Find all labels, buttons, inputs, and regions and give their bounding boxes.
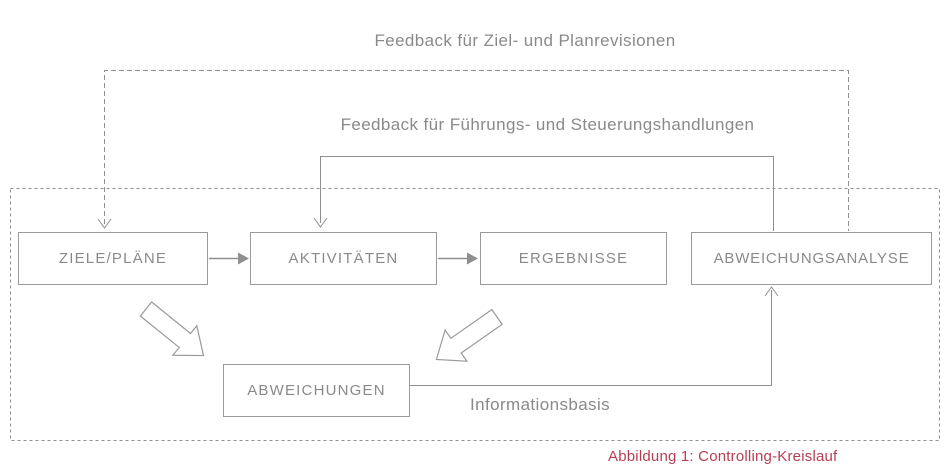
node-aktivitaeten: AKTIVITÄTEN	[250, 232, 437, 285]
figure-caption: Abbildung 1: Controlling-Kreislauf	[608, 448, 838, 465]
informationsbasis-label: Informationsbasis	[470, 395, 611, 414]
node-ergebnisse: ERGEBNISSE	[480, 232, 667, 285]
feedback-steering-label: Feedback für Führungs- und Steuerungshan…	[340, 115, 755, 134]
feedback-plan-label: Feedback für Ziel- und Planrevisionen	[374, 31, 676, 50]
node-abweichungsanalyse: ABWEICHUNGSANALYSE	[691, 232, 932, 285]
solid-feedback-loop-line	[320, 156, 774, 231]
outer-dashed-boundary	[10, 188, 940, 441]
arrowhead-right-icon	[467, 252, 478, 265]
dashed-loop-arrowhead-down-icon	[97, 218, 112, 229]
node-abweichungen: ABWEICHUNGEN	[223, 364, 410, 417]
arrowhead-right-icon	[238, 252, 249, 265]
informationsbasis-line	[410, 290, 772, 386]
block-arrow-southeast-icon	[139, 301, 205, 357]
node-ziele-plaene: ZIELE/PLÄNE	[18, 232, 208, 285]
block-arrow-southwest-icon	[435, 308, 503, 362]
solid-loop-arrowhead-down-icon	[313, 217, 328, 228]
arrowhead-up-icon	[764, 286, 779, 297]
dashed-feedback-loop-line	[104, 70, 849, 231]
